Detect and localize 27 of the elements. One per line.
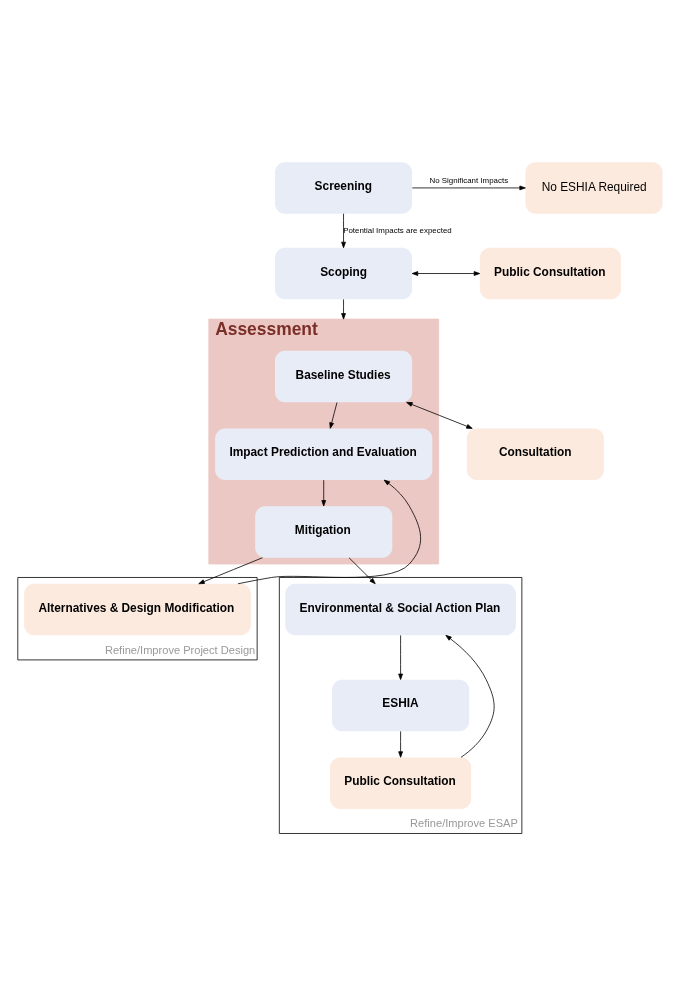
arrow: [398, 731, 403, 758]
node-box: No ESHIA Required: [525, 162, 663, 214]
node-box: Public Consultation: [330, 757, 472, 809]
node-box: Public Consultation: [479, 247, 621, 300]
arrow: [341, 213, 346, 249]
edge-label: No Significant Impacts: [429, 176, 509, 186]
node-box: Environmental & Social Action Plan: [285, 583, 516, 636]
arrow: [329, 402, 338, 429]
edge-label: Potential Impacts are expected: [343, 225, 452, 235]
arrow: [406, 402, 473, 429]
node-box: Baseline Studies: [275, 350, 413, 403]
arrow: [445, 634, 495, 758]
node-box: Consultation: [466, 428, 604, 480]
arrow: [348, 557, 376, 585]
arrow: [321, 479, 327, 507]
node-box: Impact Prediction and Evaluation: [215, 428, 433, 480]
node-box: Screening: [275, 162, 413, 214]
arrow: [198, 557, 263, 585]
arrow: [411, 271, 481, 276]
node-box: ESHIA: [332, 679, 470, 732]
arrow: [341, 299, 346, 320]
node-box: Scoping: [275, 247, 413, 300]
arrow: [237, 479, 421, 585]
arrow: [411, 185, 526, 191]
node-box: Mitigation: [255, 506, 393, 558]
arrow: [398, 635, 403, 680]
node-box: Alternatives & Design Modification: [24, 583, 251, 636]
